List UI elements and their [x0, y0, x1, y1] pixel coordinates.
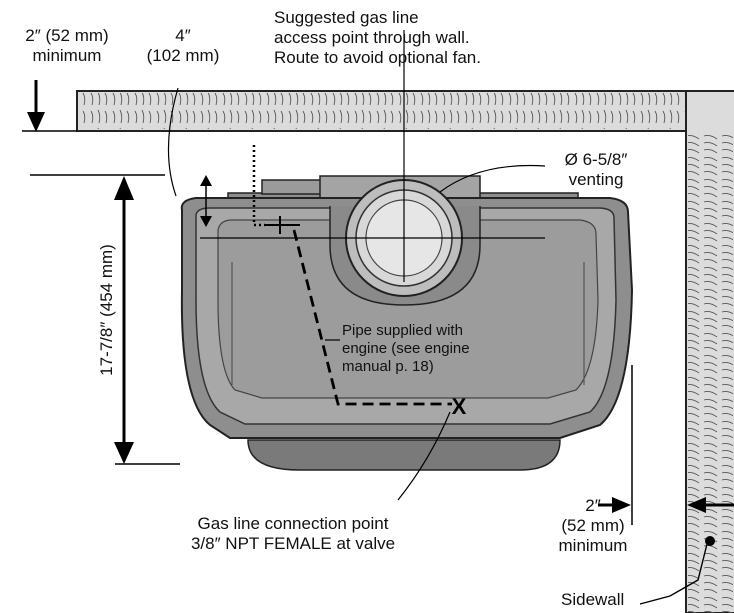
top-clearance-arrow	[22, 80, 77, 132]
offset-line1: 4″	[175, 26, 191, 45]
depth-dimension-arrow	[114, 176, 134, 464]
gas-access-label: Suggested gas line access point through …	[274, 8, 481, 68]
top-clearance-label: 2″ (52 mm) minimum	[2, 26, 132, 66]
connection-line1: Gas line connection point	[197, 514, 389, 533]
connection-point-mark: X	[452, 394, 467, 419]
side-clearance-line1: 2″	[585, 496, 601, 515]
pipe-label: Pipe supplied with engine (see engine ma…	[342, 322, 470, 376]
pipe-line1: Pipe supplied with	[342, 322, 463, 339]
venting-line2: venting	[568, 170, 624, 189]
connection-label: Gas line connection point 3/8″ NPT FEMAL…	[150, 514, 436, 554]
side-clearance-label: 2″ (52 mm) minimum	[553, 496, 633, 556]
connection-leader	[397, 411, 451, 501]
pipe-line2: engine (see engine	[342, 340, 470, 357]
venting-label: Ø 6-5/8″ venting	[546, 150, 646, 190]
side-clearance-line2: (52 mm)	[561, 516, 625, 535]
gas-access-line1: Suggested gas line	[274, 8, 419, 27]
top-clearance-line2: minimum	[32, 46, 102, 65]
sidewall-leader	[639, 539, 709, 605]
side-clearance-line3: minimum	[558, 536, 628, 555]
sidewall-label: Sidewall	[561, 590, 625, 609]
offset-label: 4″ (102 mm)	[128, 26, 238, 66]
offset-dimension-arrow	[167, 87, 212, 227]
top-wall	[76, 90, 734, 132]
offset-line2: (102 mm)	[146, 46, 220, 65]
side-wall	[685, 90, 734, 613]
gas-access-line3: Route to avoid optional fan.	[274, 48, 481, 67]
top-clearance-line1: 2″ (52 mm)	[25, 26, 109, 45]
gas-access-line2: access point through wall.	[274, 28, 470, 47]
pipe-line3: manual p. 18)	[342, 358, 434, 375]
connection-line2: 3/8″ NPT FEMALE at valve	[190, 534, 396, 553]
venting-line1: Ø 6-5/8″	[564, 150, 628, 169]
gas-access-dotted-path	[252, 145, 265, 227]
venting-leader	[439, 164, 546, 193]
gas-pipe-dashed-path	[292, 229, 452, 406]
fireplace-unit	[180, 175, 634, 471]
side-clearance-arrow	[598, 365, 734, 525]
depth-dimension-label: 17-7/8″ (454 mm)	[97, 244, 116, 376]
